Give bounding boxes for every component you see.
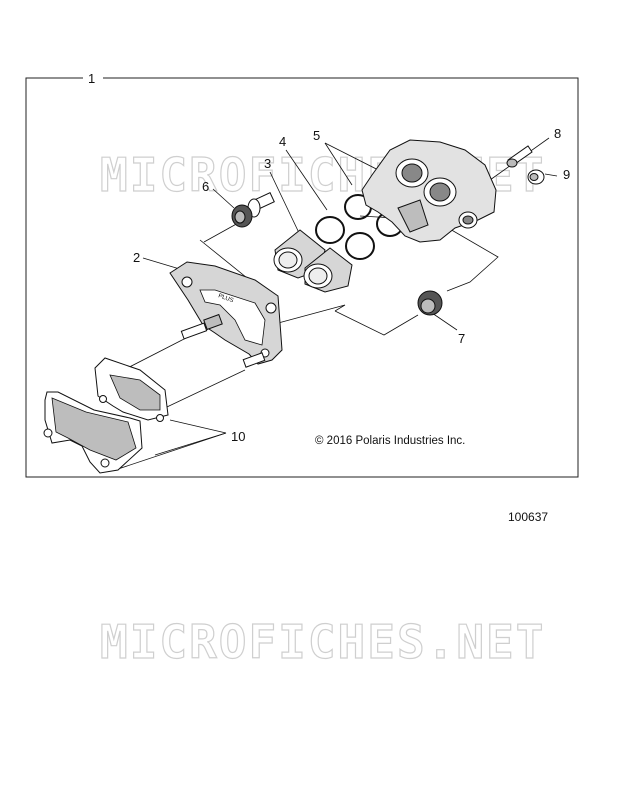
callout-3: 3 <box>264 156 271 171</box>
copyright-text: © 2016 Polaris Industries Inc. <box>315 435 465 447</box>
diagram-number: 100637 <box>508 510 548 524</box>
bracket-stamp: PLUS <box>217 293 234 304</box>
assembly-frame: 1 <box>25 71 579 478</box>
bleeder-cap <box>527 169 545 185</box>
callout-9: 9 <box>563 167 570 182</box>
guide-pin-bushing <box>231 192 275 228</box>
callout-6: 6 <box>202 179 209 194</box>
leader-lines <box>107 137 558 471</box>
brake-pads <box>43 357 169 474</box>
caliper-bracket: PLUS <box>169 261 283 368</box>
callout-10: 10 <box>231 429 245 444</box>
pistons <box>273 229 353 293</box>
callout-7: 7 <box>458 331 465 346</box>
callout-8: 8 <box>554 126 561 141</box>
bleeder-screw <box>506 145 533 168</box>
callout-2: 2 <box>133 250 140 265</box>
watermark-bottom: MICROFICHES.NET <box>100 615 545 669</box>
guide-bushing <box>417 290 443 316</box>
callout-1: 1 <box>88 71 95 86</box>
callout-4: 4 <box>279 134 286 149</box>
piston-seals <box>315 216 375 260</box>
callout-5: 5 <box>313 128 320 143</box>
caliper-body <box>361 139 497 243</box>
